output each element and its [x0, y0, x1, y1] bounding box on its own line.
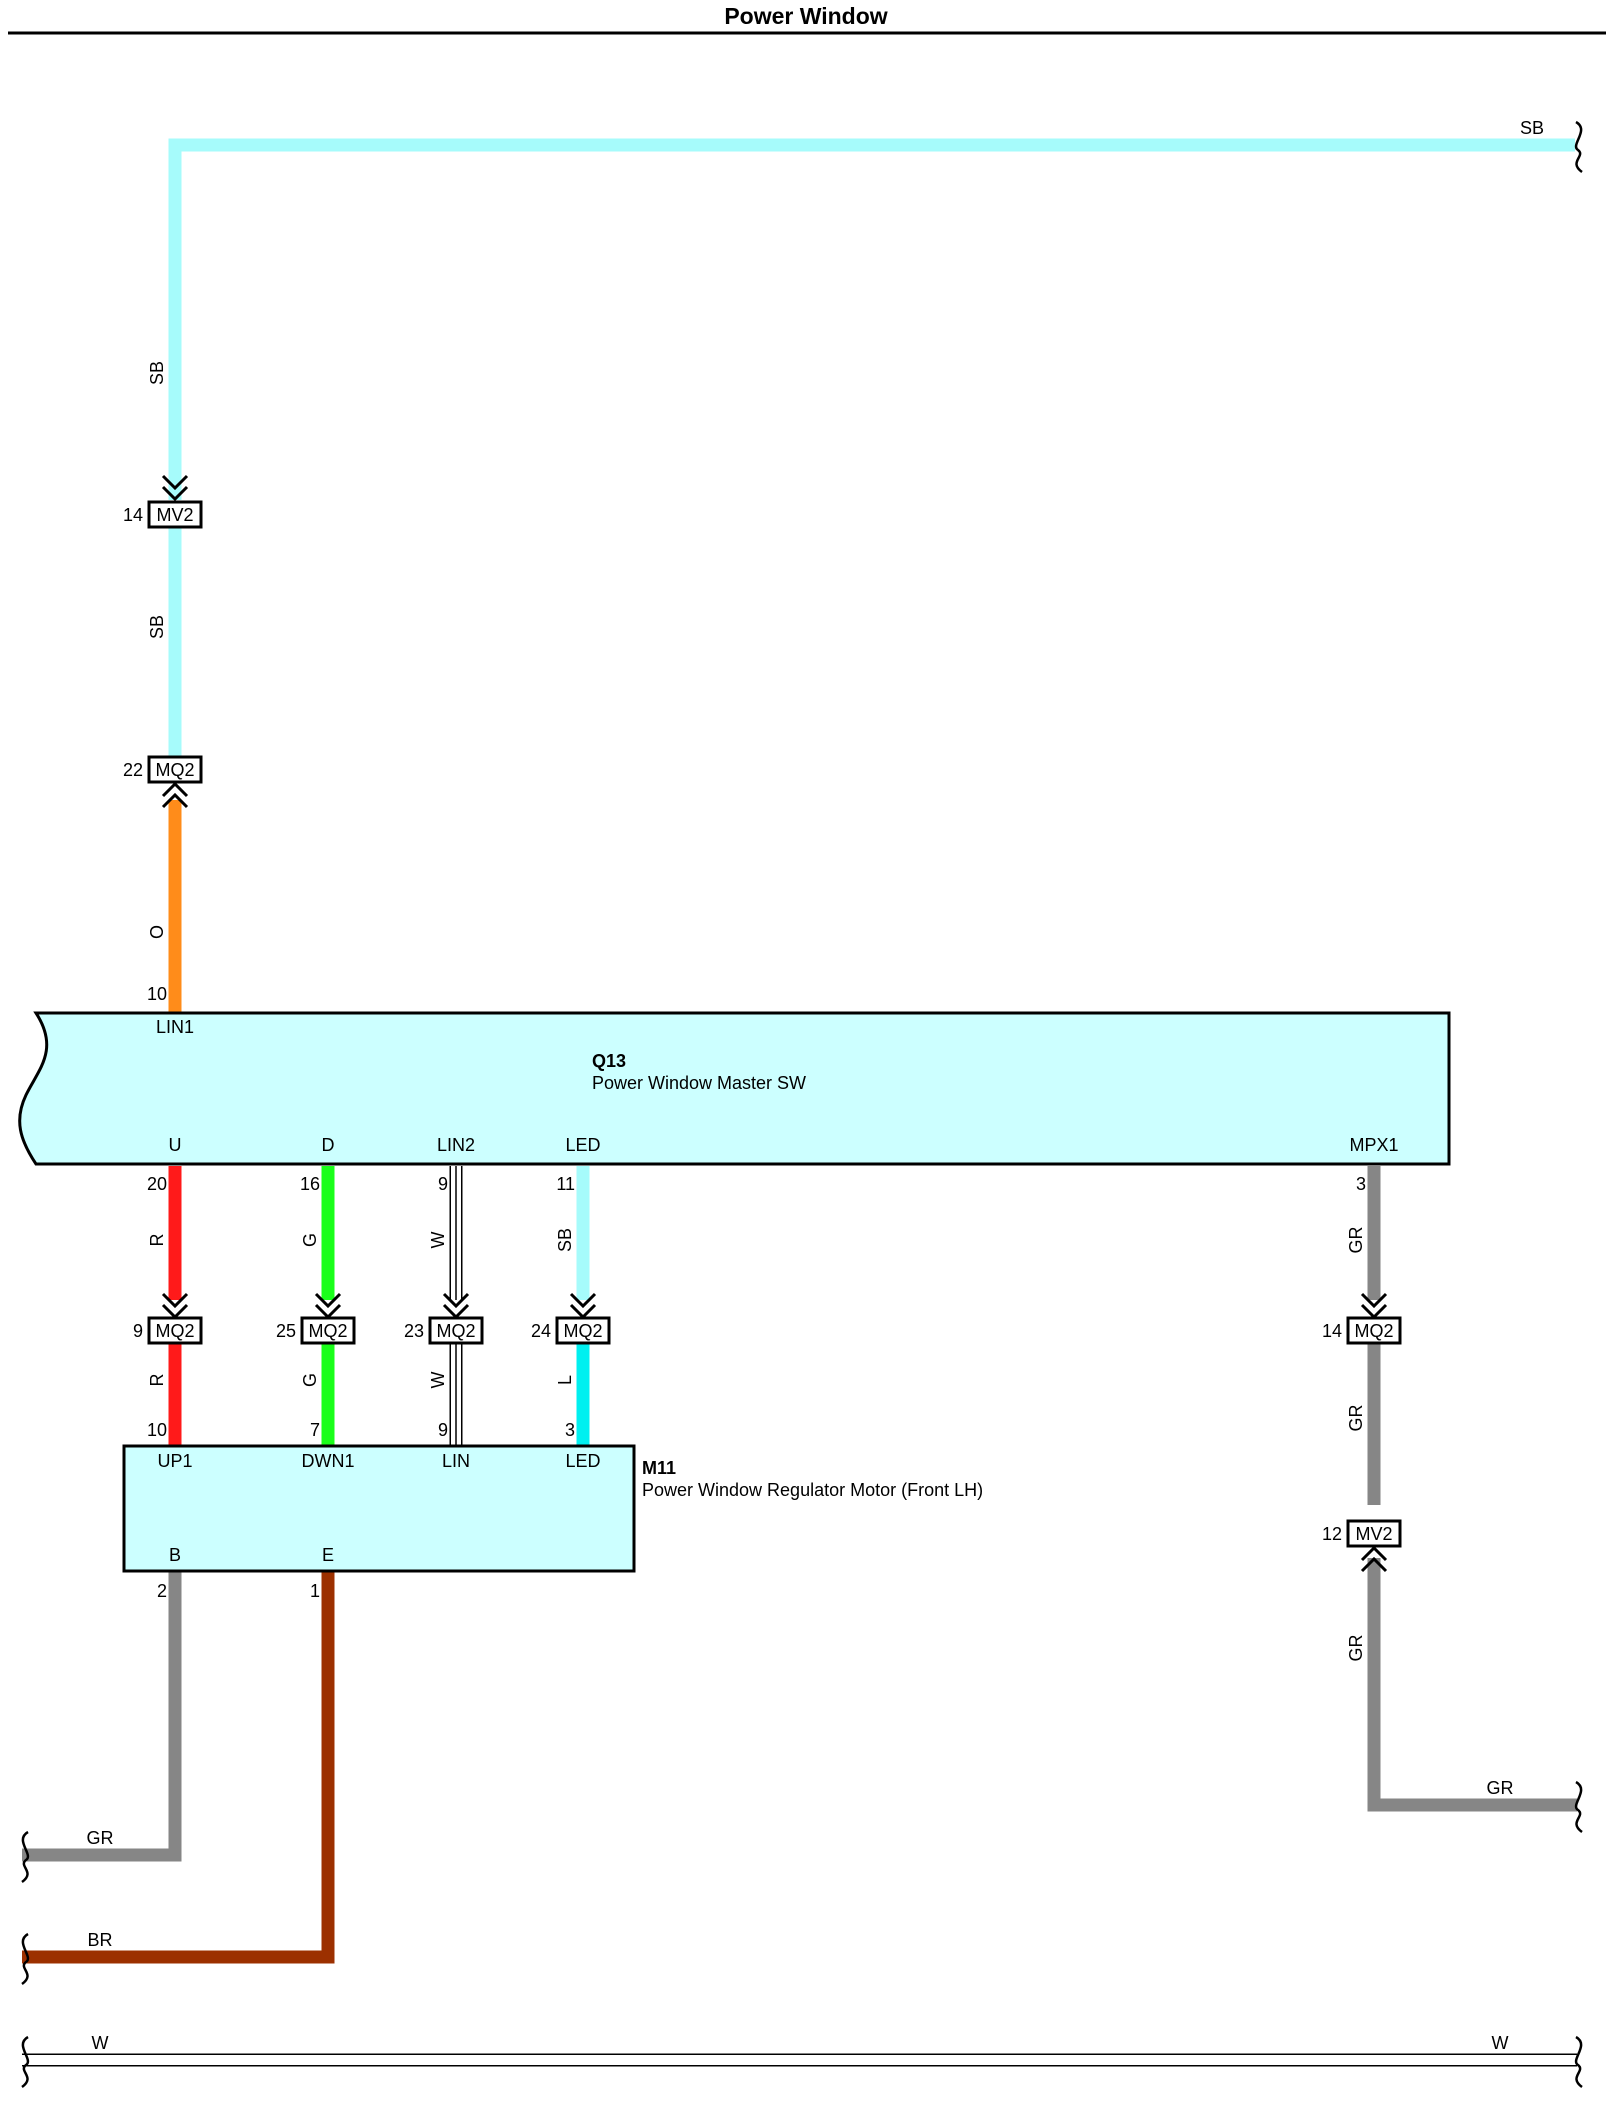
break-symbol-top-right — [1574, 120, 1583, 174]
connector-mq2-24 — [555, 1292, 611, 1345]
break-symbol-w-left — [21, 2035, 30, 2089]
wire-b-gr — [22, 1571, 182, 1862]
pin-q13-mpx1: 3 — [1356, 1174, 1366, 1194]
pin-q13-led: 11 — [556, 1174, 575, 1194]
break-symbol-br-left — [21, 1932, 30, 1986]
connector-mq2-23-pin: 23 — [404, 1321, 424, 1341]
break-symbol-gr-left — [21, 1830, 30, 1884]
connector-mq2-9-name: MQ2 — [155, 1321, 194, 1341]
connector-mq2-25 — [300, 1292, 356, 1345]
wire-label-led-sb: SB — [555, 1228, 575, 1252]
wire-label-e-br: BR — [87, 1930, 112, 1950]
m11-id: M11 — [642, 1458, 676, 1478]
wire-label-mpx-gr-3: GR — [1346, 1634, 1366, 1661]
wire-label-lin2-w-upper: W — [428, 1232, 448, 1249]
terminal-up1: UP1 — [157, 1451, 192, 1471]
terminal-dwn1: DWN1 — [302, 1451, 355, 1471]
wire-label-u-r-lower: R — [147, 1374, 167, 1387]
terminal-m11-led: LED — [565, 1451, 600, 1471]
wire-label-d-g-lower: G — [300, 1373, 320, 1387]
pin-m11-up1: 10 — [147, 1420, 167, 1440]
pin-q13-lin1: 10 — [147, 984, 167, 1004]
terminal-b: B — [169, 1545, 181, 1565]
pin-m11-e: 1 — [310, 1581, 320, 1601]
wire-label-lin1-sb-upper: SB — [147, 361, 167, 385]
wire-label-top-sb: SB — [1520, 118, 1544, 138]
pin-q13-u: 20 — [147, 1174, 167, 1194]
connector-mq2-14-name: MQ2 — [1354, 1321, 1393, 1341]
wire-label-mpx-gr-1: GR — [1346, 1226, 1366, 1253]
terminal-lin1: LIN1 — [156, 1017, 194, 1037]
wire-label-lin1-sb-lower: SB — [147, 615, 167, 639]
diagram-title: Power Window — [724, 3, 887, 29]
wire-label-d-g-upper: G — [300, 1233, 320, 1247]
connector-mv2-14-top — [147, 474, 203, 529]
connector-mq2-24-pin: 24 — [531, 1321, 551, 1341]
wire-top-sb — [168, 138, 1575, 500]
terminal-q13-led: LED — [565, 1135, 600, 1155]
wire-label-mpx-gr-2: GR — [1346, 1404, 1366, 1431]
terminal-lin2: LIN2 — [437, 1135, 475, 1155]
wire-label-bottom-w-left: W — [92, 2033, 109, 2053]
wire-label-b-gr: GR — [87, 1828, 114, 1848]
pin-m11-dwn1: 7 — [310, 1420, 320, 1440]
connector-mq2-22 — [147, 755, 203, 809]
pin-m11-led: 3 — [565, 1420, 575, 1440]
break-symbol-gr-right — [1574, 1780, 1583, 1834]
wire-label-mpx-gr-out: GR — [1487, 1778, 1514, 1798]
q13-id: Q13 — [592, 1051, 626, 1071]
pin-m11-lin: 9 — [438, 1420, 448, 1440]
terminal-u: U — [169, 1135, 182, 1155]
terminal-lin: LIN — [442, 1451, 470, 1471]
connector-mq2-23-name: MQ2 — [436, 1321, 475, 1341]
connector-mq2-25-pin: 25 — [276, 1321, 296, 1341]
connector-mv2-14-top-pin: 14 — [123, 505, 143, 525]
terminal-e: E — [322, 1545, 334, 1565]
connector-mq2-14 — [1346, 1292, 1402, 1345]
connector-mq2-24-name: MQ2 — [563, 1321, 602, 1341]
connector-mv2-14-top-name: MV2 — [156, 505, 193, 525]
m11-regulator-motor-body — [122, 1444, 636, 1573]
wire-label-bottom-w-right: W — [1492, 2033, 1509, 2053]
wire-label-lin2-w-lower: W — [428, 1372, 448, 1389]
pin-q13-lin2: 9 — [438, 1174, 448, 1194]
wire-label-lin1-o: O — [147, 925, 167, 939]
terminal-mpx1: MPX1 — [1349, 1135, 1398, 1155]
wire-e-br — [22, 1571, 335, 1964]
terminal-d: D — [322, 1135, 335, 1155]
connector-mv2-12 — [1346, 1519, 1402, 1573]
wire-label-led-l: L — [555, 1375, 575, 1385]
pin-q13-d: 16 — [300, 1174, 320, 1194]
wire-label-u-r-upper: R — [147, 1234, 167, 1247]
connector-mq2-9 — [147, 1292, 203, 1345]
wire-mpx-gr-lower — [1367, 1558, 1577, 1812]
connector-mq2-14-pin: 14 — [1322, 1321, 1342, 1341]
q13-name: Power Window Master SW — [592, 1073, 806, 1093]
connector-mq2-22-pin: 22 — [123, 760, 143, 780]
connector-mv2-12-name: MV2 — [1355, 1524, 1392, 1544]
break-symbol-w-right — [1574, 2035, 1583, 2089]
connector-mv2-12-pin: 12 — [1322, 1524, 1342, 1544]
connector-mq2-22-name: MQ2 — [155, 760, 194, 780]
connector-mq2-23 — [428, 1292, 484, 1345]
q13-master-switch-body — [18, 1011, 1451, 1166]
connector-mq2-25-name: MQ2 — [308, 1321, 347, 1341]
pin-m11-b: 2 — [157, 1581, 167, 1601]
connector-mq2-9-pin: 9 — [133, 1321, 143, 1341]
m11-name: Power Window Regulator Motor (Front LH) — [642, 1480, 983, 1500]
